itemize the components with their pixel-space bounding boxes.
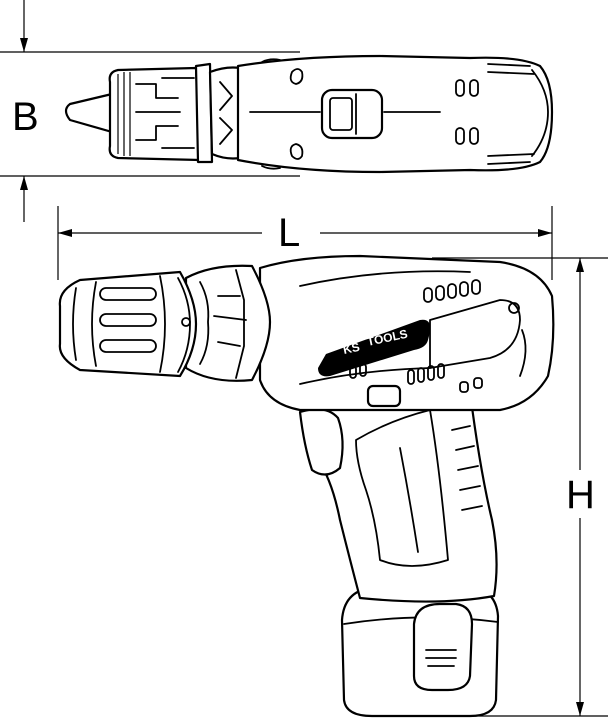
trigger	[298, 407, 344, 476]
battery-release-button	[412, 602, 474, 692]
side-panel-screw	[508, 302, 520, 314]
collar-grip-marks	[213, 295, 247, 347]
body-edge-marks	[261, 58, 281, 170]
dimension-l: L	[57, 206, 553, 280]
handle-grip-ribs	[451, 425, 483, 511]
chuck-mark	[181, 317, 191, 327]
clutch-collar	[194, 62, 214, 164]
collar-front-edge	[199, 281, 210, 365]
dimension-b: B	[0, 0, 300, 222]
torque-collar	[184, 264, 272, 382]
brand-logo: KS TOOLS	[318, 319, 431, 377]
dimension-h: H	[432, 257, 608, 717]
rear-contour	[519, 329, 527, 377]
forward-reverse-switch	[366, 384, 402, 408]
top-vents	[423, 279, 481, 303]
chuck-grip-ribs	[99, 287, 157, 353]
housing-crest-line	[299, 270, 471, 287]
torque-ring-marks	[219, 81, 233, 145]
height-label: H	[566, 473, 595, 517]
rear-vents	[455, 79, 479, 145]
logo-initials: KS	[342, 340, 361, 357]
chuck-grooves	[91, 275, 166, 373]
vent-bottom-left	[289, 143, 304, 160]
battery-release-grip	[425, 649, 457, 667]
arrowhead-b-top	[20, 38, 28, 52]
width-label: B	[12, 95, 39, 139]
arrowhead-l-right	[538, 229, 552, 237]
arrowhead-l-left	[58, 229, 72, 237]
collar-rear-edge	[235, 269, 245, 379]
logo-badge	[318, 319, 431, 377]
chuck-grip-pattern	[135, 83, 181, 141]
side-panel	[429, 299, 521, 369]
vent-top-left	[289, 68, 304, 85]
handle-grip-line	[399, 447, 419, 553]
arrowhead-h-top	[576, 258, 584, 272]
chuck-sleeve	[108, 66, 202, 162]
direction-switch-knob	[329, 97, 353, 131]
drill-side-view: KS TOOLS	[58, 254, 555, 718]
rear-ribs	[487, 63, 535, 165]
chuck-tip	[64, 92, 114, 134]
drill-top-view	[64, 54, 554, 174]
arrowhead-b-bottom	[20, 176, 28, 190]
arrowhead-h-bottom	[576, 702, 584, 716]
length-label: L	[278, 211, 300, 255]
chuck-nose	[72, 287, 77, 361]
rear-cap	[531, 69, 549, 157]
chuck-grip-edges	[161, 77, 195, 149]
body-top	[236, 54, 554, 174]
body-stripe	[299, 367, 431, 385]
lower-vents	[349, 363, 483, 393]
chuck-knurl	[117, 72, 131, 156]
